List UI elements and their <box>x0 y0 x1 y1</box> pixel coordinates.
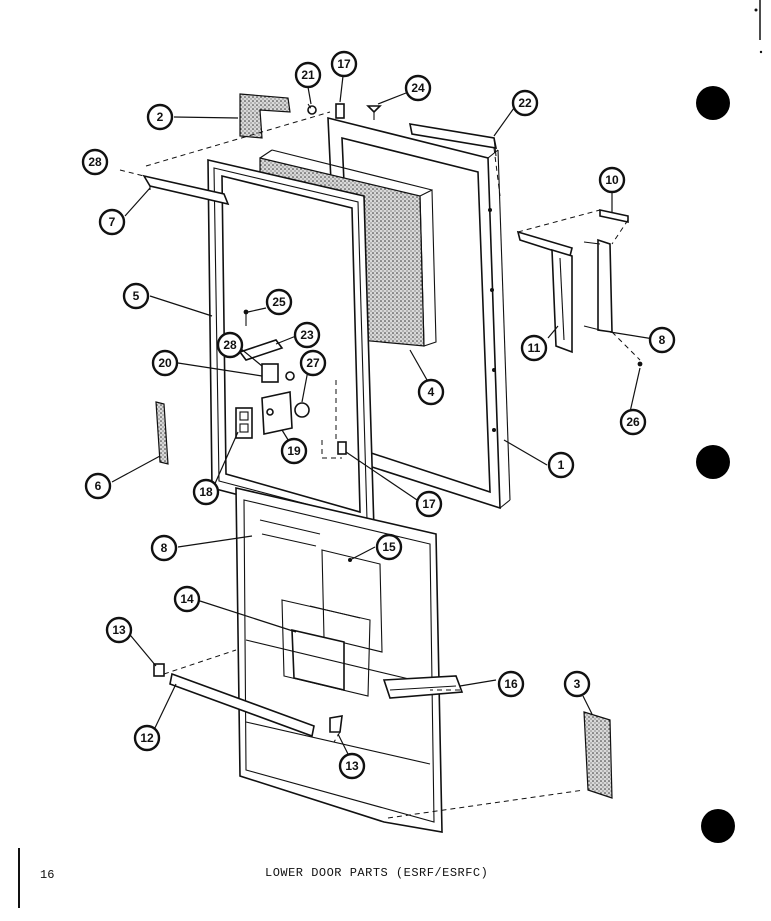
svg-text:18: 18 <box>199 485 213 499</box>
svg-text:26: 26 <box>626 415 640 429</box>
svg-text:3: 3 <box>574 677 581 691</box>
svg-text:28: 28 <box>223 338 237 352</box>
svg-text:8: 8 <box>659 333 666 347</box>
callout-4: 4 <box>417 378 445 406</box>
svg-text:17: 17 <box>337 57 351 71</box>
svg-text:5: 5 <box>133 289 140 303</box>
svg-text:2: 2 <box>157 110 164 124</box>
svg-text:15: 15 <box>382 540 396 554</box>
part-trim-piece <box>583 711 613 799</box>
callout-8-lower: 8 <box>150 534 178 562</box>
part-latch-assembly <box>235 309 310 439</box>
svg-text:19: 19 <box>287 444 301 458</box>
svg-text:16: 16 <box>504 677 518 691</box>
callout-28-top: 28 <box>81 148 109 176</box>
scan-edge-marks <box>754 0 763 54</box>
svg-text:20: 20 <box>158 356 172 370</box>
callout-24: 24 <box>404 74 432 102</box>
callout-14: 14 <box>173 585 201 613</box>
callout-25: 25 <box>265 288 293 316</box>
svg-text:1: 1 <box>558 458 565 472</box>
callout-22: 22 <box>511 89 539 117</box>
svg-text:17: 17 <box>422 497 436 511</box>
svg-text:8: 8 <box>161 541 168 555</box>
margin-line <box>18 848 20 908</box>
callout-6: 6 <box>84 472 112 500</box>
svg-text:13: 13 <box>345 759 359 773</box>
svg-text:14: 14 <box>180 592 194 606</box>
svg-text:22: 22 <box>518 96 532 110</box>
callout-7: 7 <box>98 208 126 236</box>
callout-19: 19 <box>280 437 308 465</box>
svg-text:23: 23 <box>300 328 314 342</box>
part-hinge-bracket <box>239 93 291 139</box>
svg-text:6: 6 <box>95 479 102 493</box>
callout-5: 5 <box>122 282 150 310</box>
part-tray <box>382 675 464 699</box>
svg-text:27: 27 <box>306 356 320 370</box>
callout-28-mid: 28 <box>216 331 244 359</box>
callout-13-right: 13 <box>338 752 366 780</box>
callout-26: 26 <box>619 408 647 436</box>
svg-text:4: 4 <box>428 385 435 399</box>
callout-3: 3 <box>563 670 591 698</box>
part-lower-bar <box>169 672 315 738</box>
callout-1: 1 <box>547 451 575 479</box>
assembly-lines <box>119 103 641 819</box>
callout-2: 2 <box>146 103 174 131</box>
page-number: 16 <box>40 868 55 882</box>
callout-21: 21 <box>294 61 322 89</box>
part-hardware-top <box>307 103 382 120</box>
callout-17-lower: 17 <box>415 490 443 518</box>
callout-12: 12 <box>133 724 161 752</box>
callout-11: 11 <box>520 334 548 362</box>
svg-text:7: 7 <box>109 215 116 229</box>
svg-text:24: 24 <box>411 81 425 95</box>
callout-27: 27 <box>299 349 327 377</box>
callout-13-left: 13 <box>105 616 133 644</box>
svg-text:25: 25 <box>272 295 286 309</box>
callout-20: 20 <box>151 349 179 377</box>
svg-text:11: 11 <box>528 341 541 355</box>
part-top-hinge-plate <box>408 123 498 157</box>
callout-labels: 1 2 3 4 5 6 7 8 8 10 11 12 13 13 14 15 1… <box>81 50 676 780</box>
part-lower-door-liner <box>235 486 443 833</box>
svg-text:10: 10 <box>605 173 619 187</box>
svg-text:13: 13 <box>112 623 126 637</box>
binder-holes <box>696 86 735 843</box>
svg-text:28: 28 <box>88 155 102 169</box>
callout-16: 16 <box>497 670 525 698</box>
callout-8-handle: 8 <box>648 326 676 354</box>
callout-10: 10 <box>598 166 626 194</box>
callout-23: 23 <box>293 321 321 349</box>
svg-text:12: 12 <box>140 731 154 745</box>
part-side-strip <box>155 401 169 465</box>
callout-17-top: 17 <box>330 50 358 78</box>
part-lower-fastener <box>337 441 347 455</box>
callout-15: 15 <box>375 533 403 561</box>
diagram-caption: LOWER DOOR PARTS (ESRF/ESRFC) <box>265 866 489 880</box>
svg-text:21: 21 <box>301 68 315 82</box>
callout-18: 18 <box>192 478 220 506</box>
